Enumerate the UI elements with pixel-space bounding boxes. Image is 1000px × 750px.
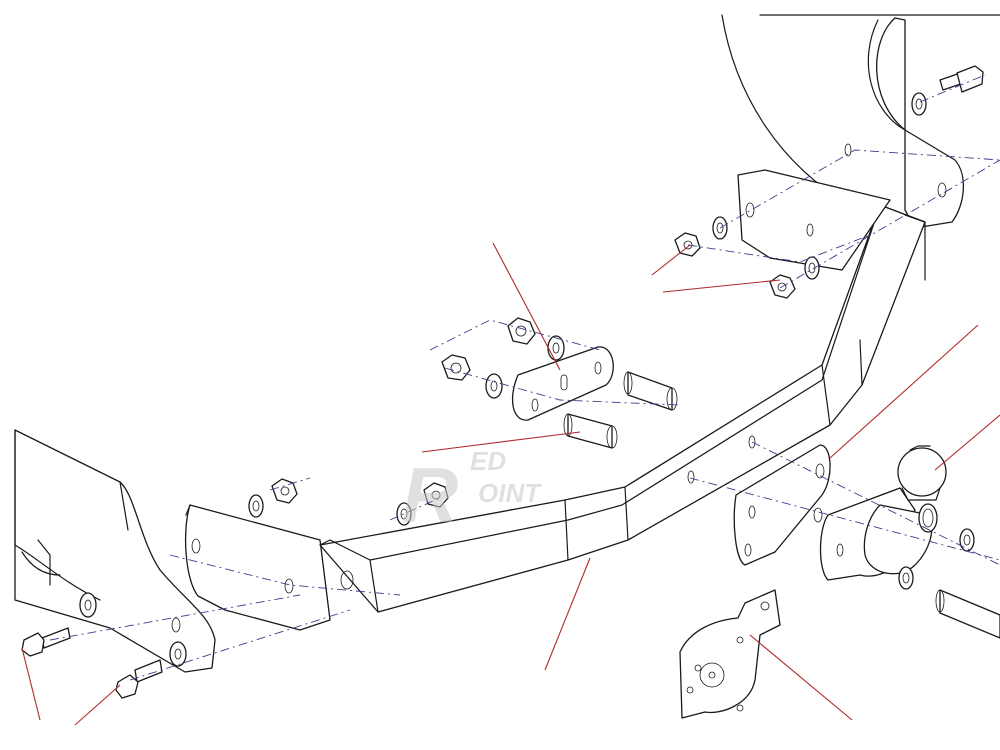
part-leader-lines [21, 242, 1000, 726]
socket-plate [679, 589, 781, 719]
spacer-tube [563, 371, 1000, 639]
tow-ball-neck [819, 487, 938, 581]
center-clamp-plate [511, 346, 614, 421]
assembly-centerlines [49, 74, 1000, 681]
right-chassis-rail [844, 17, 965, 229]
tow-ball-flange [733, 444, 831, 566]
left-chassis-rail [14, 429, 216, 673]
right-mounting-plate [737, 169, 891, 271]
left-mounting-plate [184, 504, 331, 631]
watermark-logo: R ED OINT [402, 446, 542, 539]
tow-ball [897, 445, 947, 501]
watermark-monogram: R [402, 451, 458, 539]
watermark-line1: ED [470, 446, 506, 476]
watermark-line2: OINT [478, 478, 542, 508]
tow-bar-crossbeam [319, 204, 926, 613]
washer [79, 92, 975, 667]
